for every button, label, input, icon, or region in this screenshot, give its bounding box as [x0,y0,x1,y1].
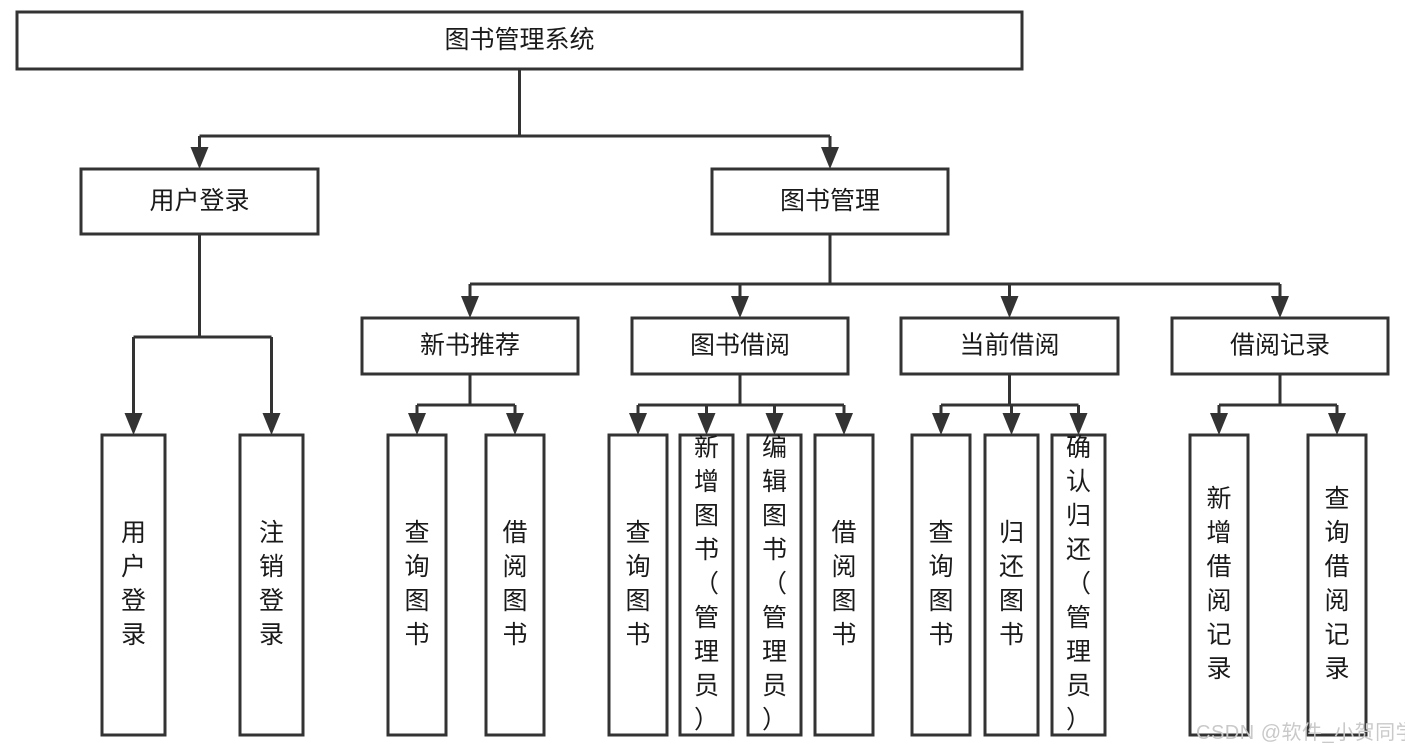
node-box[interactable] [1170,316,1390,376]
node-label: 图书借阅 [690,332,790,360]
arrow-head-icon [1000,296,1019,318]
node-leaf-add-record[interactable]: 新增借阅记录 [1188,433,1250,737]
node-label: 编辑图书（管理员） [762,434,787,734]
node-login[interactable]: 用户登录 [79,167,320,236]
arrow-head-icon [408,413,426,435]
node-label: 确认归还（管理员） [1066,434,1091,734]
node-box[interactable] [79,167,320,236]
node-label: 用户登录 [121,519,146,649]
node-label: 图书管理 [780,187,880,215]
arrow-head-icon [1002,413,1021,435]
arrow-head-icon [697,413,716,435]
node-current[interactable]: 当前借阅 [899,316,1120,376]
node-box[interactable] [630,316,850,376]
arrow-head-icon [1328,413,1346,435]
node-label: 图书管理系统 [444,26,594,54]
arrow-head-icon [1210,413,1228,435]
node-box[interactable] [607,433,669,737]
node-leaf-return-book[interactable]: 归还图书 [983,433,1040,737]
node-leaf-borrow-book-2[interactable]: 借阅图书 [813,433,875,737]
arrow-head-icon [932,413,950,435]
node-box[interactable] [910,433,972,737]
arrow-head-icon [124,413,143,435]
node-borrow[interactable]: 图书借阅 [630,316,850,376]
node-label: 查询图书 [404,519,429,649]
arrow-head-icon [629,413,647,435]
node-box[interactable] [15,10,1024,71]
node-box[interactable] [1050,433,1107,737]
node-box[interactable] [360,316,580,376]
node-bookmgmt[interactable]: 图书管理 [710,167,950,236]
node-box[interactable] [1188,433,1250,737]
node-label: 注销登录 [259,519,284,649]
csdn-watermark: CSDN @软件_小贺同学 [1196,722,1405,744]
node-box[interactable] [238,433,305,737]
arrow-head-icon [506,413,524,435]
node-leaf-user-login[interactable]: 用户登录 [100,433,167,737]
node-box[interactable] [1306,433,1368,737]
node-label: 新增借阅记录 [1206,485,1231,683]
node-box[interactable] [710,167,950,236]
node-leaf-confirm-return[interactable]: 确认归还（管理员） [1050,433,1107,737]
node-box[interactable] [386,433,448,737]
node-layer: 图书管理系统用户登录图书管理新书推荐图书借阅当前借阅借阅记录用户登录注销登录查询… [15,10,1390,737]
connector-group [408,374,524,435]
node-root[interactable]: 图书管理系统 [15,10,1024,71]
node-label: 查询借阅记录 [1324,485,1349,683]
node-leaf-add-book[interactable]: 新增图书（管理员） [678,433,735,737]
connector-group [1210,374,1346,435]
connector-group [932,374,1088,435]
node-box[interactable] [484,433,546,737]
node-label: 新增图书（管理员） [694,434,719,734]
node-records[interactable]: 借阅记录 [1170,316,1390,376]
node-leaf-query-book-3[interactable]: 查询图书 [910,433,972,737]
node-label: 归还图书 [999,519,1024,649]
node-newbook[interactable]: 新书推荐 [360,316,580,376]
node-label: 查询图书 [928,519,953,649]
arrow-head-icon [190,147,209,169]
node-leaf-user-logout[interactable]: 注销登录 [238,433,305,737]
node-leaf-query-book-1[interactable]: 查询图书 [386,433,448,737]
node-label: 当前借阅 [959,332,1059,360]
arrow-head-icon [262,413,281,435]
node-box[interactable] [813,433,875,737]
node-leaf-edit-book[interactable]: 编辑图书（管理员） [746,433,803,737]
connector-group [629,374,853,435]
node-leaf-query-book-2[interactable]: 查询图书 [607,433,669,737]
node-box[interactable] [746,433,803,737]
node-leaf-query-record[interactable]: 查询借阅记录 [1306,433,1368,737]
node-box[interactable] [899,316,1120,376]
node-leaf-borrow-book-1[interactable]: 借阅图书 [484,433,546,737]
arrow-head-icon [1069,413,1088,435]
arrow-head-icon [835,413,853,435]
arrow-head-icon [731,296,749,318]
node-label: 查询图书 [625,519,650,649]
arrow-head-icon [1271,296,1289,318]
node-label: 借阅记录 [1230,332,1330,360]
arrow-head-icon [821,147,839,169]
connector-group [461,234,1289,318]
node-label: 用户登录 [149,187,249,215]
arrow-head-icon [461,296,479,318]
arrow-head-icon [765,413,784,435]
node-box[interactable] [100,433,167,737]
node-label: 借阅图书 [831,519,856,649]
node-box[interactable] [678,433,735,737]
connector-layer [124,69,1346,435]
node-label: 新书推荐 [420,332,520,360]
connector-group [124,234,281,435]
connector-group [190,69,839,169]
node-box[interactable] [983,433,1040,737]
node-label: 借阅图书 [502,519,527,649]
